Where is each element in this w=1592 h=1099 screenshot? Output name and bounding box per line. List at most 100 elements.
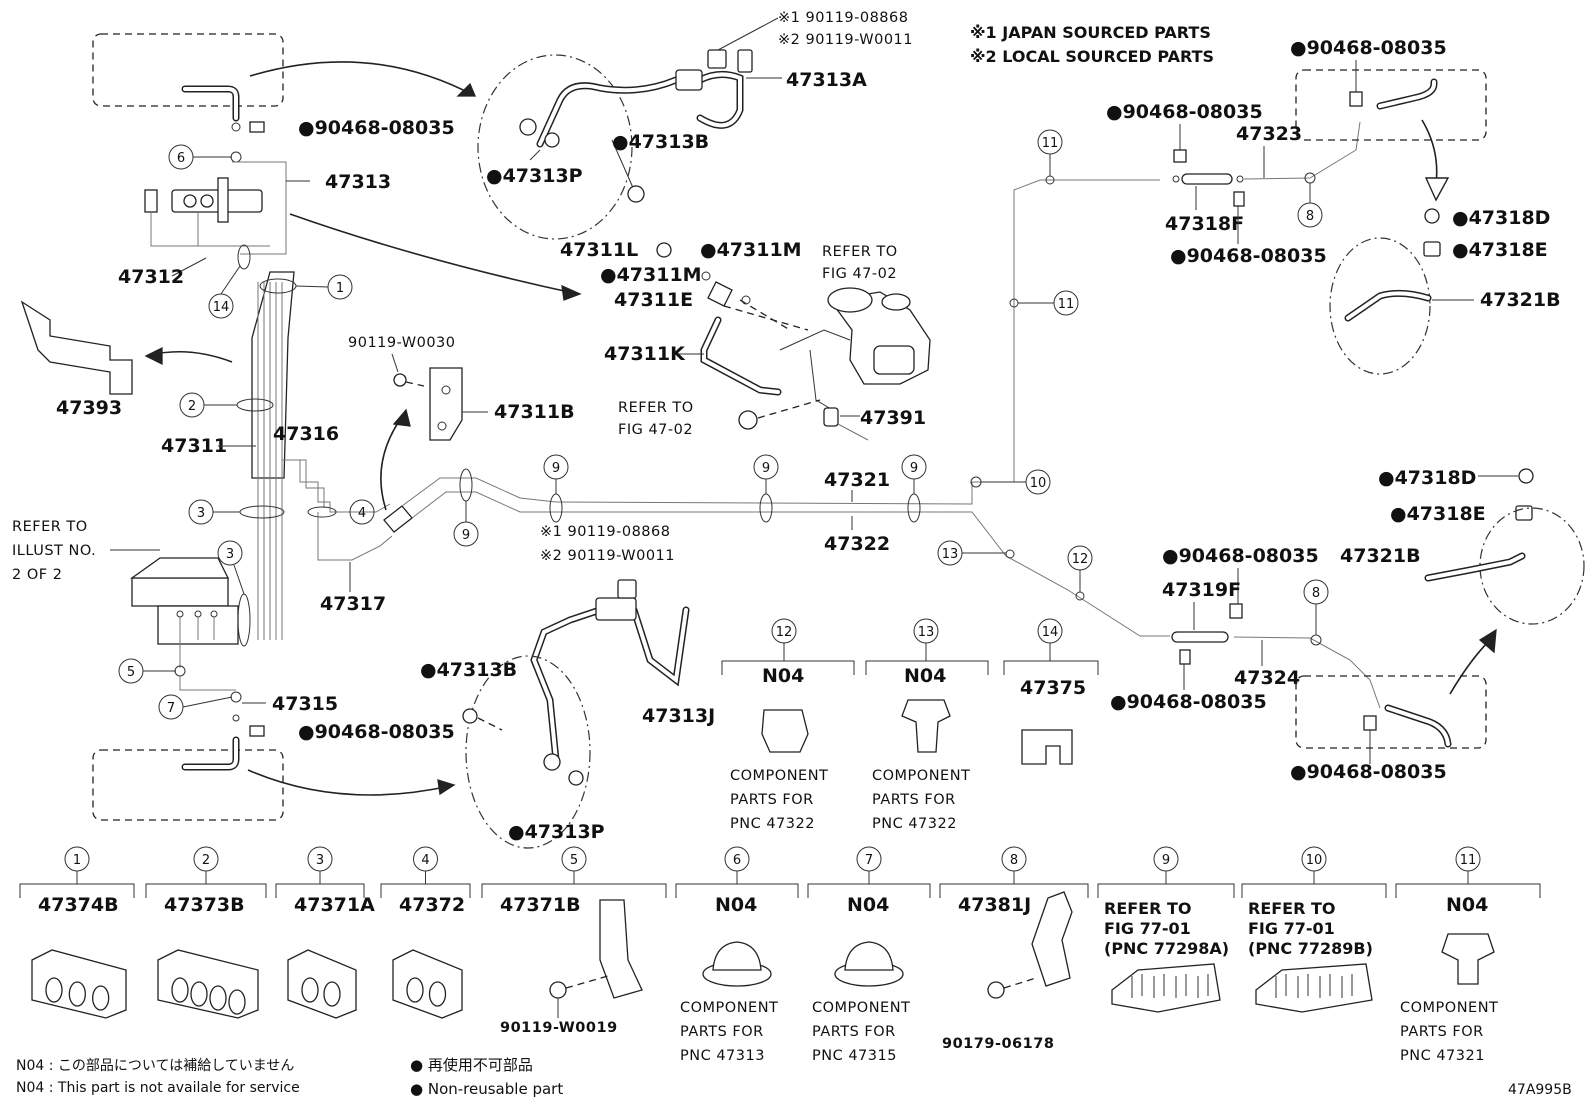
legend-bracket-icon-5 <box>599 899 643 999</box>
footer-nonreuse-en: ● Non-reusable part <box>410 1080 563 1098</box>
label-47313J: 47313J <box>642 705 715 727</box>
legend-ref-9-2: (PNC 77298A) <box>1104 939 1229 958</box>
bolt-icon-47311L <box>656 242 672 258</box>
legend-num-10: 10 <box>1306 853 1323 868</box>
clamp-9-a <box>459 468 473 502</box>
callout-14-text: 14 <box>213 300 230 315</box>
hose-union-47313a <box>675 69 703 91</box>
legend-num-6: 6 <box>733 853 741 868</box>
refer-47-02-a-line1: REFER TO <box>822 244 898 260</box>
sub-top-local: ※2 90119-W0011 <box>778 32 913 48</box>
legend-num-4: 4 <box>421 853 429 868</box>
clamp-9-d <box>907 493 921 523</box>
bolt-icon-90119-W0030 <box>393 373 407 387</box>
label-47321: 47321 <box>824 469 890 491</box>
label-47313B-top: ●47313B <box>612 131 709 153</box>
clamp-9-b <box>549 493 563 523</box>
comp13-line1: COMPONENT <box>872 768 970 784</box>
label-90468-08035-h: ●90468-08035 <box>1290 761 1447 783</box>
sub-top-japan: ※1 90119-08868 <box>778 10 908 26</box>
legend-comp-6-1: PARTS FOR <box>680 1024 764 1040</box>
sub-mid-local: ※2 90119-W0011 <box>540 548 675 564</box>
junction-plug <box>144 189 158 213</box>
callout-11a-text: 11 <box>1042 136 1059 151</box>
label-47311E: 47311E <box>614 289 693 311</box>
legend-part-8: 47381J <box>958 894 1031 916</box>
clamp-14-icon <box>1021 729 1073 765</box>
label-47313A: 47313A <box>786 69 867 91</box>
legend-ref-10-2: (PNC 77289B) <box>1248 939 1373 958</box>
callout-7-text: 7 <box>167 701 175 716</box>
label-47324: 47324 <box>1234 667 1300 689</box>
comp13-line3: PNC 47322 <box>872 816 957 832</box>
legend-clip-icon-8 <box>1031 891 1073 987</box>
clamp-key-14: 14 47375 <box>1003 618 1099 765</box>
fitting-47311E <box>707 281 733 307</box>
refer-illust-line2: ILLUST NO. <box>12 543 96 559</box>
callout-9c-text: 9 <box>762 461 770 476</box>
label-90468-08035-g: ●90468-08035 <box>1110 691 1267 713</box>
label-47313: 47313 <box>325 171 391 193</box>
callout-11b-text: 11 <box>1058 297 1075 312</box>
callout-4 <box>349 499 375 525</box>
legend-part-6: N04 <box>715 894 757 916</box>
comp12-line3: PNC 47322 <box>730 816 815 832</box>
callout-9d-text: 9 <box>910 461 918 476</box>
label-90468-08035-d: ●90468-08035 <box>1170 245 1327 267</box>
junction-block <box>171 189 263 213</box>
legend-comp-7-0: COMPONENT <box>812 1000 910 1016</box>
comp13-line2: PARTS FOR <box>872 792 956 808</box>
callout-3b <box>217 540 243 566</box>
label-47322: 47322 <box>824 533 890 555</box>
label-47311L: 47311L <box>560 239 638 261</box>
bracket-47391 <box>823 407 839 427</box>
hose-union-47313J <box>595 597 637 621</box>
legend-clamp-icon-10 <box>1255 963 1373 1013</box>
refer-47-02-a-line2: FIG 47-02 <box>822 266 897 282</box>
footer-n04-en: N04 : This part is not availale for serv… <box>16 1080 300 1096</box>
nut-icon-47318E-a <box>1423 241 1441 257</box>
pipe-end-top-left <box>181 85 240 122</box>
legend-num-9: 9 <box>1162 853 1170 868</box>
legend-num-1: 1 <box>73 853 81 868</box>
callout-8a-text: 8 <box>1306 209 1314 224</box>
bolt-icon-47313B-bot <box>462 708 478 724</box>
label-47311M-a: ●47311M <box>700 239 802 261</box>
legend-part-4: 47372 <box>399 894 465 916</box>
clamp-key-12-part: N04 <box>762 665 804 687</box>
clamp-key-14-part: 47375 <box>1020 677 1086 699</box>
legend-item-4: 4 47372 <box>380 846 471 1019</box>
refer-illust-line1: REFER TO <box>12 519 88 535</box>
arrow-to-hose-bottom <box>247 769 451 796</box>
label-47321B-a: 47321B <box>1480 289 1561 311</box>
legend-comp-7-1: PARTS FOR <box>812 1024 896 1040</box>
label-47318F: 47318F <box>1165 213 1244 235</box>
callout-8b-text: 8 <box>1312 586 1320 601</box>
callout-3b-text: 3 <box>226 547 234 562</box>
callout-9a-text: 9 <box>462 528 470 543</box>
legend-part-3: 47371A <box>294 894 375 916</box>
note-japan-sourced: ※1 JAPAN SOURCED PARTS <box>970 23 1211 42</box>
clamp-12-icon <box>761 709 809 753</box>
note-local-sourced: ※2 LOCAL SOURCED PARTS <box>970 47 1214 66</box>
callout-9b-text: 9 <box>552 461 560 476</box>
label-90468-08035-e: ●90468-08035 <box>1290 37 1447 59</box>
detail-circle-rear-hose-b <box>1479 507 1585 625</box>
callout-1-text: 1 <box>336 281 344 296</box>
detail-box-top-right <box>1295 69 1487 141</box>
label-47313P-bot: ●47313P <box>508 821 605 843</box>
legend-bolt-icon-8 <box>987 981 1005 999</box>
legend-num-5: 5 <box>570 853 578 868</box>
union-47319F <box>1171 631 1229 643</box>
line-bundle-clamp-cover <box>251 271 295 479</box>
callout-10-text: 10 <box>1030 476 1047 491</box>
label-90468-08035-b: ●90468-08035 <box>298 721 455 743</box>
legend-ref-10-1: FIG 77-01 <box>1248 919 1335 938</box>
union-fitting <box>383 505 413 533</box>
